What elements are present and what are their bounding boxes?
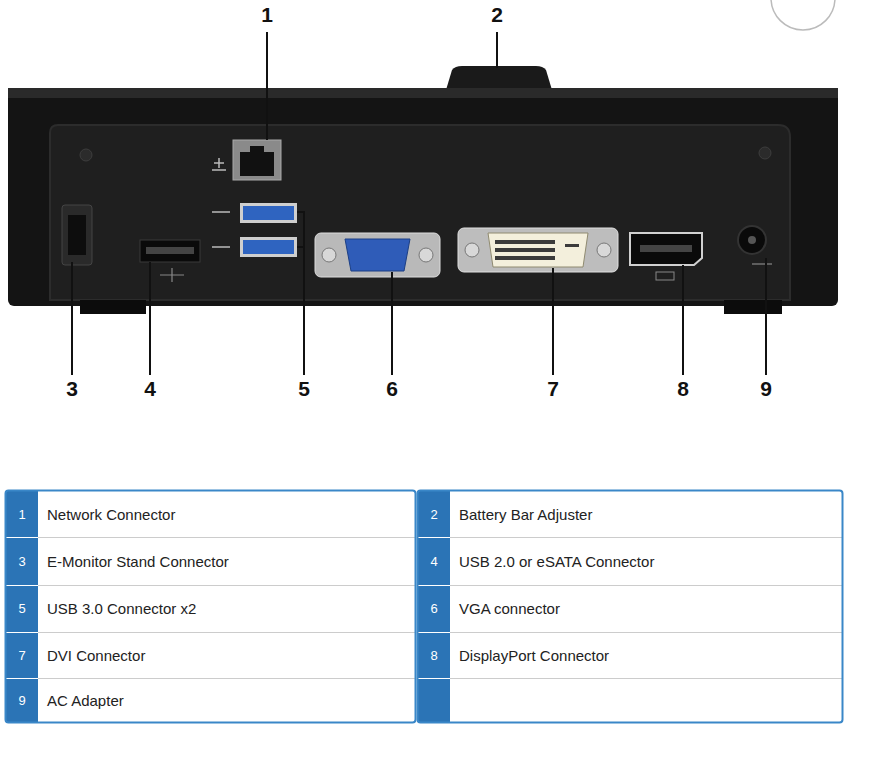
usb3-port [240,237,297,257]
vga-dsub [345,239,410,271]
screw [80,149,92,161]
callout-number: 3 [57,378,87,399]
callout-number: 5 [289,378,319,399]
esata-tongue [146,247,194,254]
table-bg [450,491,842,722]
esata-port [140,240,200,262]
foot [80,300,146,314]
rear-panel [50,125,790,300]
network-icon [212,158,226,170]
esata-icon [160,268,184,282]
corner-badge [771,0,835,30]
table-number: 1 [6,508,38,521]
callout-number: 4 [135,378,165,399]
table-cell: AC Adapter [47,693,124,708]
dvi-shell [458,228,618,272]
usb3-tongue [243,240,294,254]
table-cell: Network Connector [47,507,175,522]
table-cell: USB 2.0 or eSATA Connector [459,554,654,569]
vga-screw [322,248,336,262]
battery-bar [446,66,552,90]
table-number: 5 [6,602,38,615]
number-column [418,491,450,722]
leader-lines [72,32,766,375]
ac-pin [748,236,756,244]
foot [724,300,782,314]
table-number: 8 [418,649,450,662]
table-number: 2 [418,508,450,521]
number-column [6,491,38,722]
table-bg [38,491,415,722]
dvi-screw [597,243,611,257]
dvi-screw [465,243,479,257]
table-border [418,491,843,723]
displayport-port [630,233,702,265]
usb-icon [212,212,230,247]
callout-number: 6 [377,378,407,399]
dock-top-edge [8,88,838,98]
emonitor-port [62,205,92,265]
row-lines [6,538,450,679]
table-number: 3 [6,555,38,568]
displayport-icon [656,272,674,280]
usb3-tongue [243,206,294,220]
displayport-tongue [640,245,692,252]
table-cell: VGA connector [459,601,560,616]
screw [759,147,771,159]
dvi-insert [488,233,588,267]
dock-body [8,88,838,306]
rj45-opening [240,152,274,176]
callout-number: 9 [751,378,781,399]
table-cell: E-Monitor Stand Connector [47,554,229,569]
ac-jack [738,226,766,254]
callout-number: 7 [538,378,568,399]
table-number: 6 [418,602,450,615]
table-cell: USB 3.0 Connector x2 [47,601,196,616]
callout-number: 1 [252,4,282,25]
table-number: 9 [6,694,38,707]
vga-screw [419,248,433,262]
usb3-port [240,203,297,223]
callout-number: 2 [482,4,512,25]
table-cell: DVI Connector [47,648,145,663]
emonitor-opening [68,215,86,255]
table-border [6,491,416,723]
legend-table [6,491,843,723]
row-lines [38,538,842,679]
vga-shell [315,233,440,277]
table-cell: DisplayPort Connector [459,648,609,663]
table-number: 4 [418,555,450,568]
dvi-pins [495,240,579,260]
rj45-latch [250,146,264,153]
ac-icon [752,263,772,264]
table-number: 7 [6,649,38,662]
callout-number: 8 [668,378,698,399]
table-cell: Battery Bar Adjuster [459,507,592,522]
rj45-port [233,140,281,180]
